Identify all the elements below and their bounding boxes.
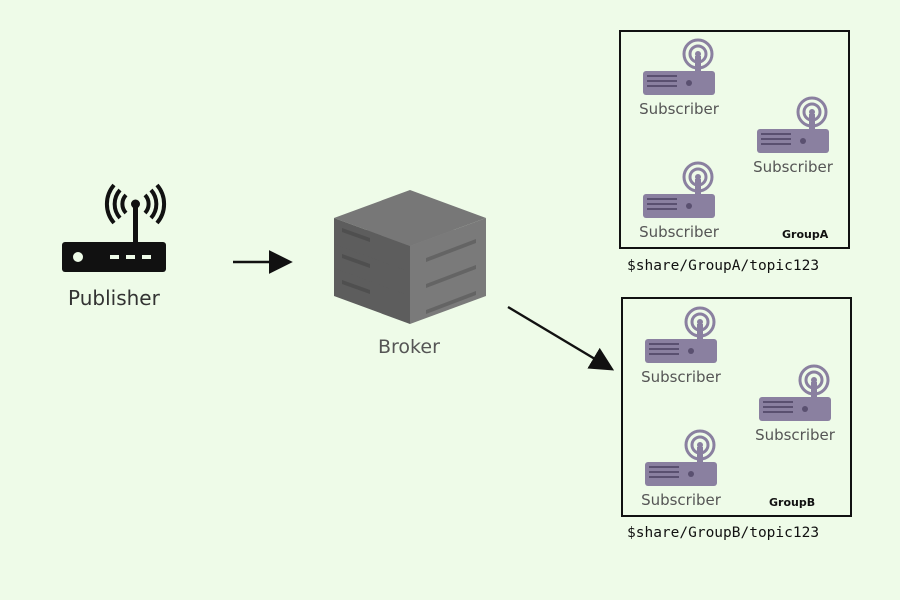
publisher-label: Publisher bbox=[68, 286, 160, 310]
server-stack-icon bbox=[334, 190, 486, 324]
broker-to-groupb-arrow bbox=[507, 305, 615, 371]
subscriber-a2: Subscriber bbox=[753, 96, 833, 196]
subscriber-a3: Subscriber bbox=[639, 161, 719, 261]
group-b-name: GroupB bbox=[769, 496, 816, 509]
broker-node bbox=[330, 176, 490, 326]
subscriber-device-icon bbox=[757, 96, 829, 153]
subscriber-label: Subscriber bbox=[641, 368, 721, 386]
subscriber-a1: Subscriber bbox=[639, 38, 719, 138]
broker-label: Broker bbox=[378, 336, 440, 358]
subscriber-device-icon bbox=[759, 364, 831, 421]
publisher-node bbox=[58, 180, 170, 280]
subscriber-b1: Subscriber bbox=[641, 306, 721, 406]
group-b-topic: $share/GroupB/topic123 bbox=[627, 525, 820, 541]
subscriber-label: Subscriber bbox=[639, 100, 719, 118]
group-b-box bbox=[621, 297, 852, 517]
subscriber-label: Subscriber bbox=[639, 223, 719, 241]
wifi-router-icon bbox=[62, 183, 167, 272]
group-a-name: GroupA bbox=[782, 228, 829, 241]
subscriber-device-icon bbox=[643, 161, 715, 218]
subscriber-device-icon bbox=[643, 38, 715, 95]
subscriber-device-icon bbox=[645, 429, 717, 486]
group-a-box bbox=[619, 30, 850, 249]
subscriber-b3: Subscriber bbox=[641, 429, 721, 529]
group-a-topic: $share/GroupA/topic123 bbox=[627, 258, 820, 274]
subscriber-b2: Subscriber bbox=[755, 364, 835, 464]
subscriber-label: Subscriber bbox=[641, 491, 721, 509]
subscriber-label: Subscriber bbox=[753, 158, 833, 176]
subscriber-device-icon bbox=[645, 306, 717, 363]
subscriber-label: Subscriber bbox=[755, 426, 835, 444]
